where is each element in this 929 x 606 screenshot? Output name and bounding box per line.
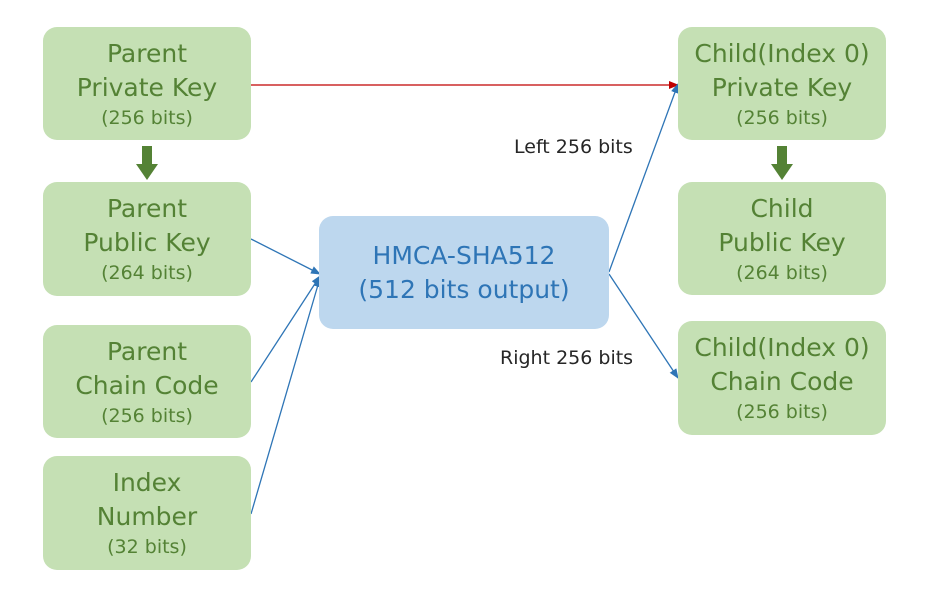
child-chain-code-line2: Chain Code — [710, 367, 854, 396]
parent-public-key-line2: Public Key — [83, 228, 211, 257]
child-private-key-box: Child(Index 0) Private Key (256 bits) — [678, 27, 886, 140]
child-public-key-line1: Child — [750, 193, 814, 223]
index-number-bits: (32 bits) — [107, 536, 187, 558]
edge-public-to-hmac — [250, 238, 321, 275]
edge-index-to-hmac — [250, 277, 322, 515]
green-down-arrow-parent — [136, 146, 158, 180]
child-public-key-line2: Public Key — [718, 227, 846, 257]
parent-chain-code-line1: Parent — [106, 336, 188, 366]
index-number-line2: Number — [96, 502, 198, 531]
parent-chain-code-bits: (256 bits) — [101, 404, 193, 427]
parent-public-key-line1: Parent — [106, 194, 188, 223]
child-private-key-line1: Child(Index 0) — [694, 38, 870, 68]
parent-private-key-box: Parent Private Key (256 bits) — [43, 27, 251, 140]
edge-chaincode-to-hmac — [250, 275, 321, 383]
parent-public-key-box: Parent Public Key (264 bits) — [43, 182, 251, 296]
child-private-key-line2: Private Key — [711, 72, 853, 102]
parent-private-key-line2: Private Key — [76, 72, 218, 102]
right-256-bits-label: Right 256 bits — [500, 347, 634, 369]
index-number-line1: Index — [112, 468, 182, 497]
parent-chain-code-box: Parent Chain Code (256 bits) — [43, 325, 251, 438]
parent-chain-code-line2: Chain Code — [75, 370, 219, 400]
edge-hmac-to-child-chaincode — [608, 273, 679, 379]
child-public-key-bits: (264 bits) — [736, 261, 828, 284]
child-public-key-box: Child Public Key (264 bits) — [678, 182, 886, 295]
edge-hmac-to-child-private — [608, 83, 679, 273]
green-down-arrow-child — [771, 146, 793, 180]
child-chain-code-box: Child(Index 0) Chain Code (256 bits) — [678, 321, 886, 435]
child-chain-code-bits: (256 bits) — [736, 401, 828, 423]
parent-private-key-bits: (256 bits) — [101, 106, 193, 129]
child-chain-code-line1: Child(Index 0) — [694, 333, 870, 362]
parent-public-key-bits: (264 bits) — [101, 262, 193, 284]
hmac-title: HMCA-SHA512 — [372, 240, 556, 270]
hmac-sha512-box: HMCA-SHA512 (512 bits output) — [319, 216, 609, 329]
parent-private-key-line1: Parent — [106, 38, 188, 68]
index-number-box: Index Number (32 bits) — [43, 456, 251, 570]
hmac-output: (512 bits output) — [358, 274, 570, 304]
child-private-key-bits: (256 bits) — [736, 106, 828, 129]
left-256-bits-label: Left 256 bits — [514, 136, 633, 158]
